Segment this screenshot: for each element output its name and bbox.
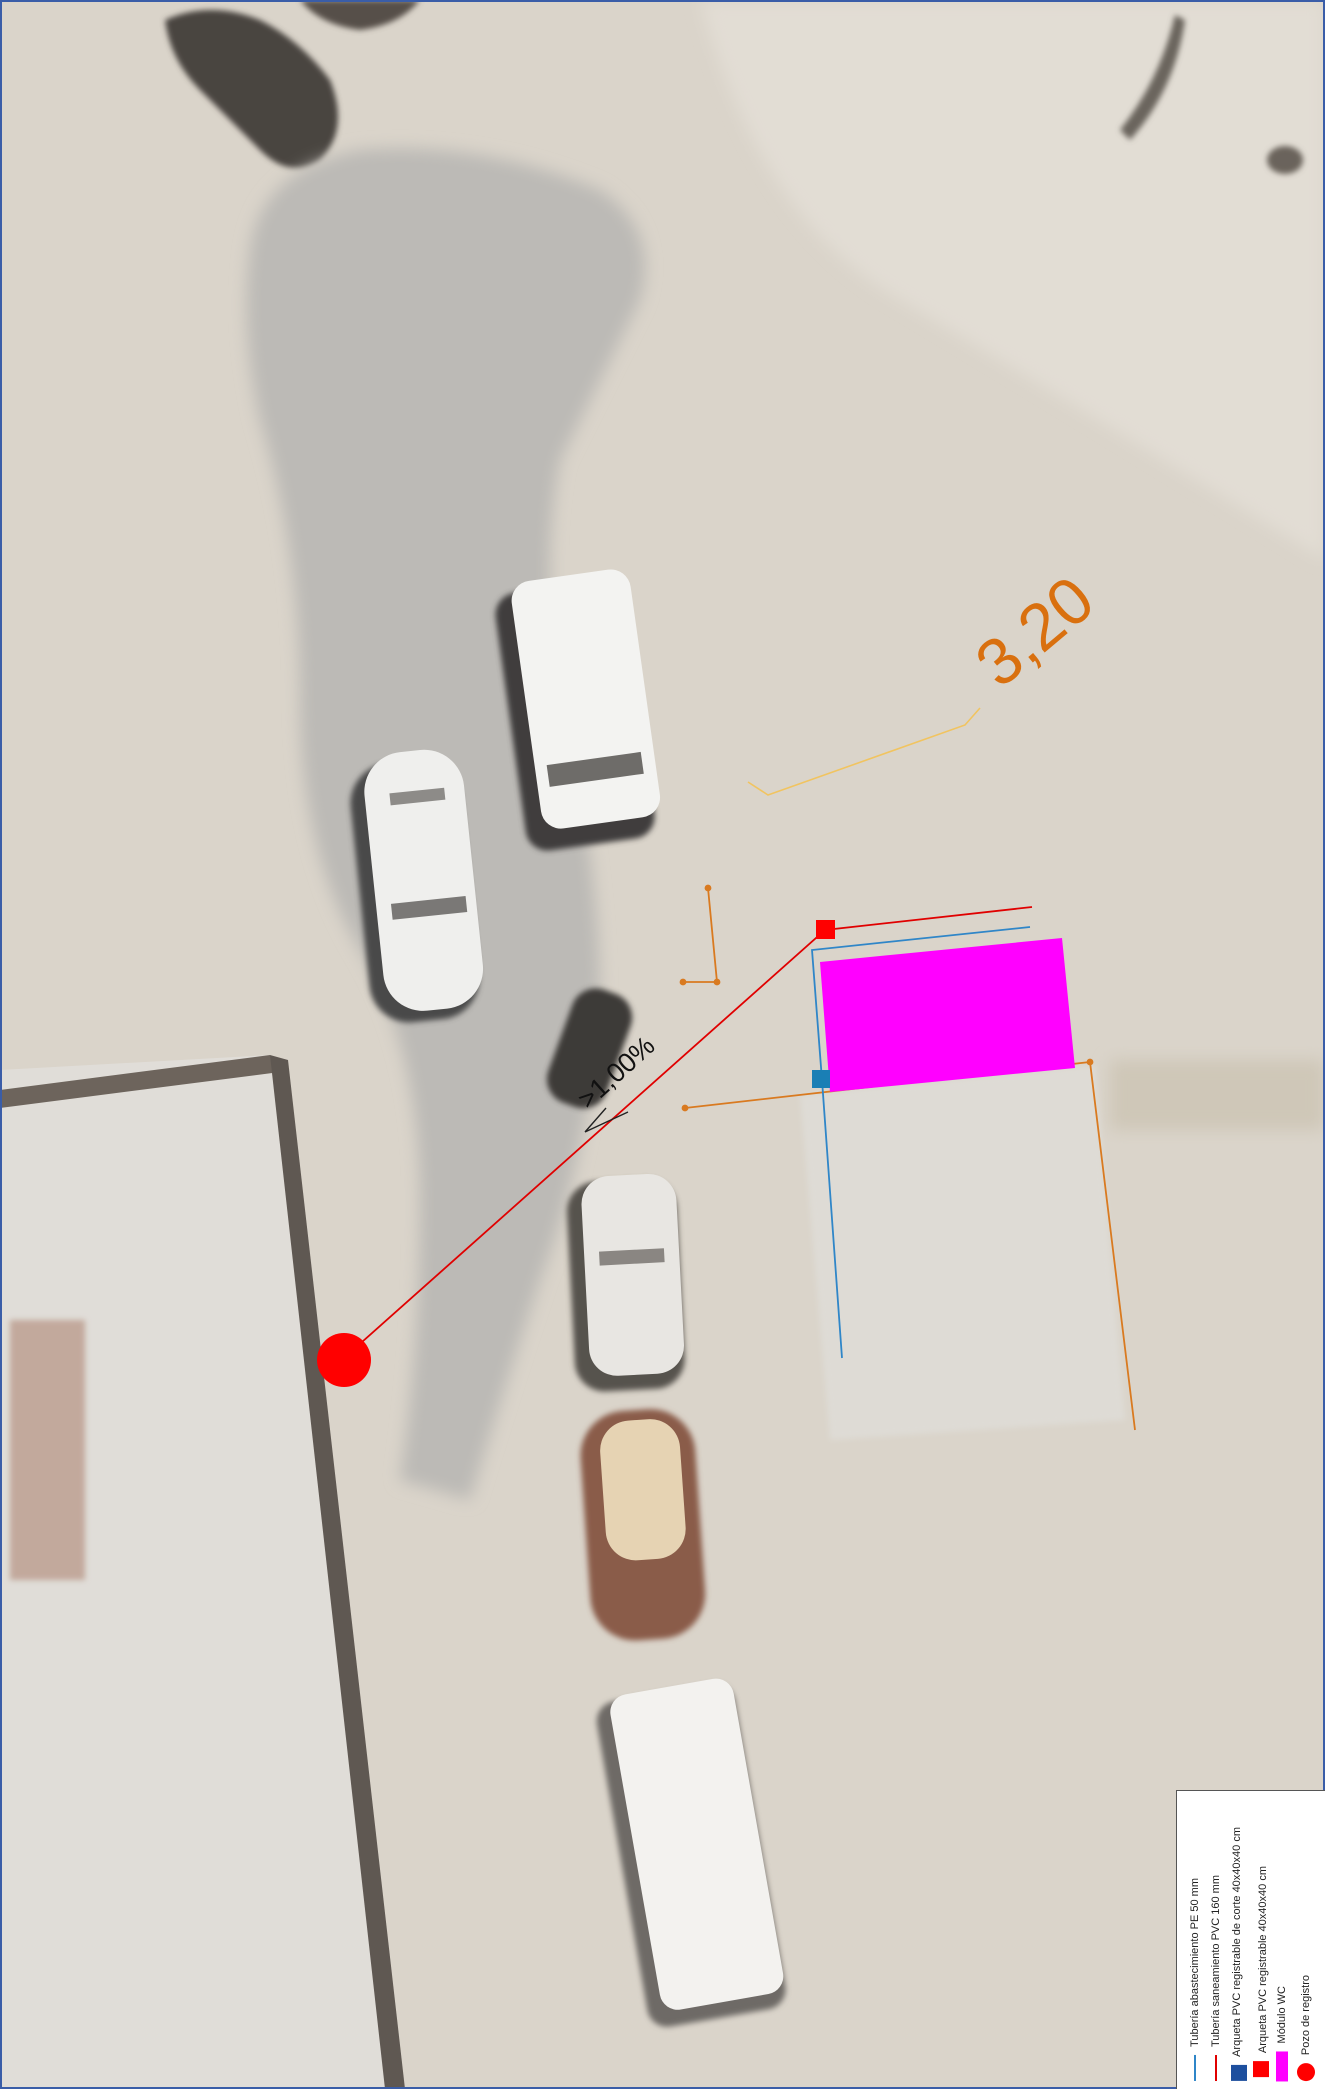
water-supply-pipe <box>811 926 1031 1359</box>
plot-boundary <box>679 884 1136 1431</box>
dimension-line <box>747 707 981 796</box>
van-1 <box>495 569 661 851</box>
car-3 <box>566 1173 685 1392</box>
concrete-slab <box>800 1065 1125 1440</box>
manhole <box>317 1333 371 1387</box>
car-2 <box>546 988 633 1109</box>
legend-item-wc-module: Módulo WC <box>1276 1986 1288 2081</box>
building-block <box>0 1055 405 2089</box>
legend-label: Tubería saneamiento PVC 160 mm <box>1210 1874 1222 2047</box>
vegetation <box>165 0 1303 174</box>
legend-label: Tubería abastecimiento PE 50 mm <box>1189 1878 1201 2047</box>
magenta-rectangle-icon <box>1276 2051 1288 2081</box>
inspection-box <box>816 920 835 939</box>
legend-item-water-pipe: Tubería abastecimiento PE 50 mm <box>1189 1878 1201 2081</box>
car-1 <box>350 749 484 1023</box>
blue-square-icon <box>1231 2065 1247 2081</box>
legend-item-inspection-box: Arqueta PVC registrable 40x40x40 cm <box>1253 1866 1269 2081</box>
legend-label: Módulo WC <box>1276 1985 1288 2043</box>
legend-item-sewer-pipe: Tubería saneamiento PVC 160 mm <box>1210 1875 1222 2081</box>
legend-item-cut-box: Arqueta PVC registrable de corte 40x40x4… <box>1231 1827 1247 2081</box>
legend: Tubería abastecimiento PE 50 mm Tubería … <box>1176 1790 1325 2089</box>
wc-module <box>820 938 1075 1092</box>
cut-off-box <box>812 1070 830 1088</box>
red-dot-icon <box>1297 2063 1315 2081</box>
legend-item-manhole: Pozo de registro <box>1297 1975 1315 2081</box>
water-pipe-line-icon <box>1194 2055 1196 2081</box>
legend-label: Arqueta PVC registrable 40x40x40 cm <box>1257 1865 1269 2053</box>
van-2 <box>596 1678 786 2027</box>
parked-vehicles <box>350 569 1040 2027</box>
sewer-pipe-line-icon <box>1215 2055 1217 2081</box>
legend-label: Pozo de registro <box>1300 1974 1312 2055</box>
sand-area <box>700 0 1325 560</box>
legend-label: Arqueta PVC registrable de corte 40x40x4… <box>1231 1827 1243 2057</box>
car-4 <box>580 1409 706 1641</box>
red-square-icon <box>1253 2061 1269 2077</box>
ground-strip <box>1110 1060 1325 1130</box>
